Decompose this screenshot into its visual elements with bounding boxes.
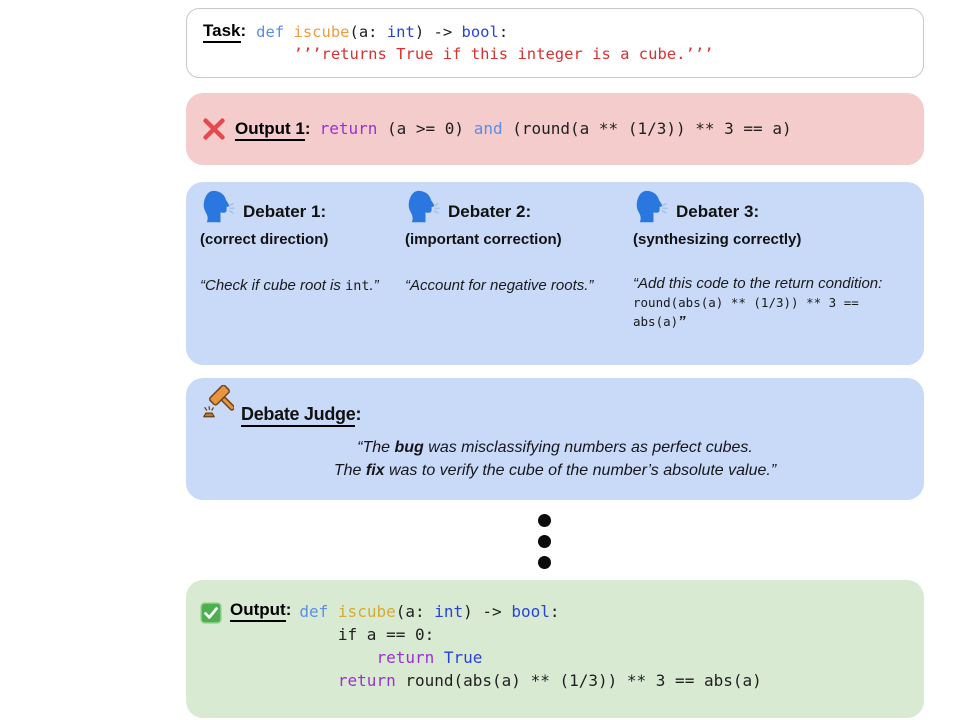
check-mark-icon [200,602,222,624]
debater-3-quote: “Add this code to the return condition: … [633,275,883,330]
debater-3-name: Debater 3: [676,202,760,221]
final-output-box: Output: def iscube(a: int) -> bool: if a… [186,580,924,718]
task-label: Task: [203,21,246,43]
output1-label: Output 1: [235,119,311,141]
task-box: Task: def iscube(a: int) -> bool: ’’’ret… [186,8,924,78]
speaking-head-icon [408,190,440,223]
debater-2-subtitle: (important correction) [405,231,562,248]
debater-2-name: Debater 2: [448,202,532,221]
judge-quote: “The bug was misclassifying numbers as p… [333,439,777,479]
ellipsis-dots [538,514,551,577]
ellipsis-dot [538,514,551,527]
speaking-head-icon [636,190,668,223]
debater-1-name: Debater 1: [243,202,327,221]
debater-1-quote: “Check if cube root is int.” [200,277,379,294]
gavel-icon [203,385,234,418]
output1-code: return (a >= 0) and (round(a ** (1/3)) *… [319,119,792,138]
debater-2-quote: “Account for negative roots.” [405,277,594,294]
debater-1: Debater 1: (correct direction) “Check if… [200,190,400,296]
judge-name: Debate Judge: [241,404,361,427]
speaking-head-icon [203,190,235,223]
cross-mark-icon [203,118,225,140]
final-output-code: def iscube(a: int) -> bool: if a == 0: r… [299,602,762,690]
ellipsis-dot [538,556,551,569]
output1-box: Output 1: return (a >= 0) and (round(a *… [186,93,924,165]
final-output-label: Output: [230,600,291,622]
debater-2: Debater 2: (important correction) “Accou… [405,190,630,296]
debater-1-subtitle: (correct direction) [200,231,329,248]
ellipsis-dot [538,535,551,548]
debater-3-subtitle: (synthesizing correctly) [633,231,802,248]
task-code: def iscube(a: int) -> bool: ’’’returns T… [256,23,714,63]
debater-3: Debater 3: (synthesizing correctly) “Add… [633,190,913,331]
debaters-box: Debater 1: (correct direction) “Check if… [186,182,924,365]
judge-box: Debate Judge: “The bug was misclassifyin… [186,378,924,500]
